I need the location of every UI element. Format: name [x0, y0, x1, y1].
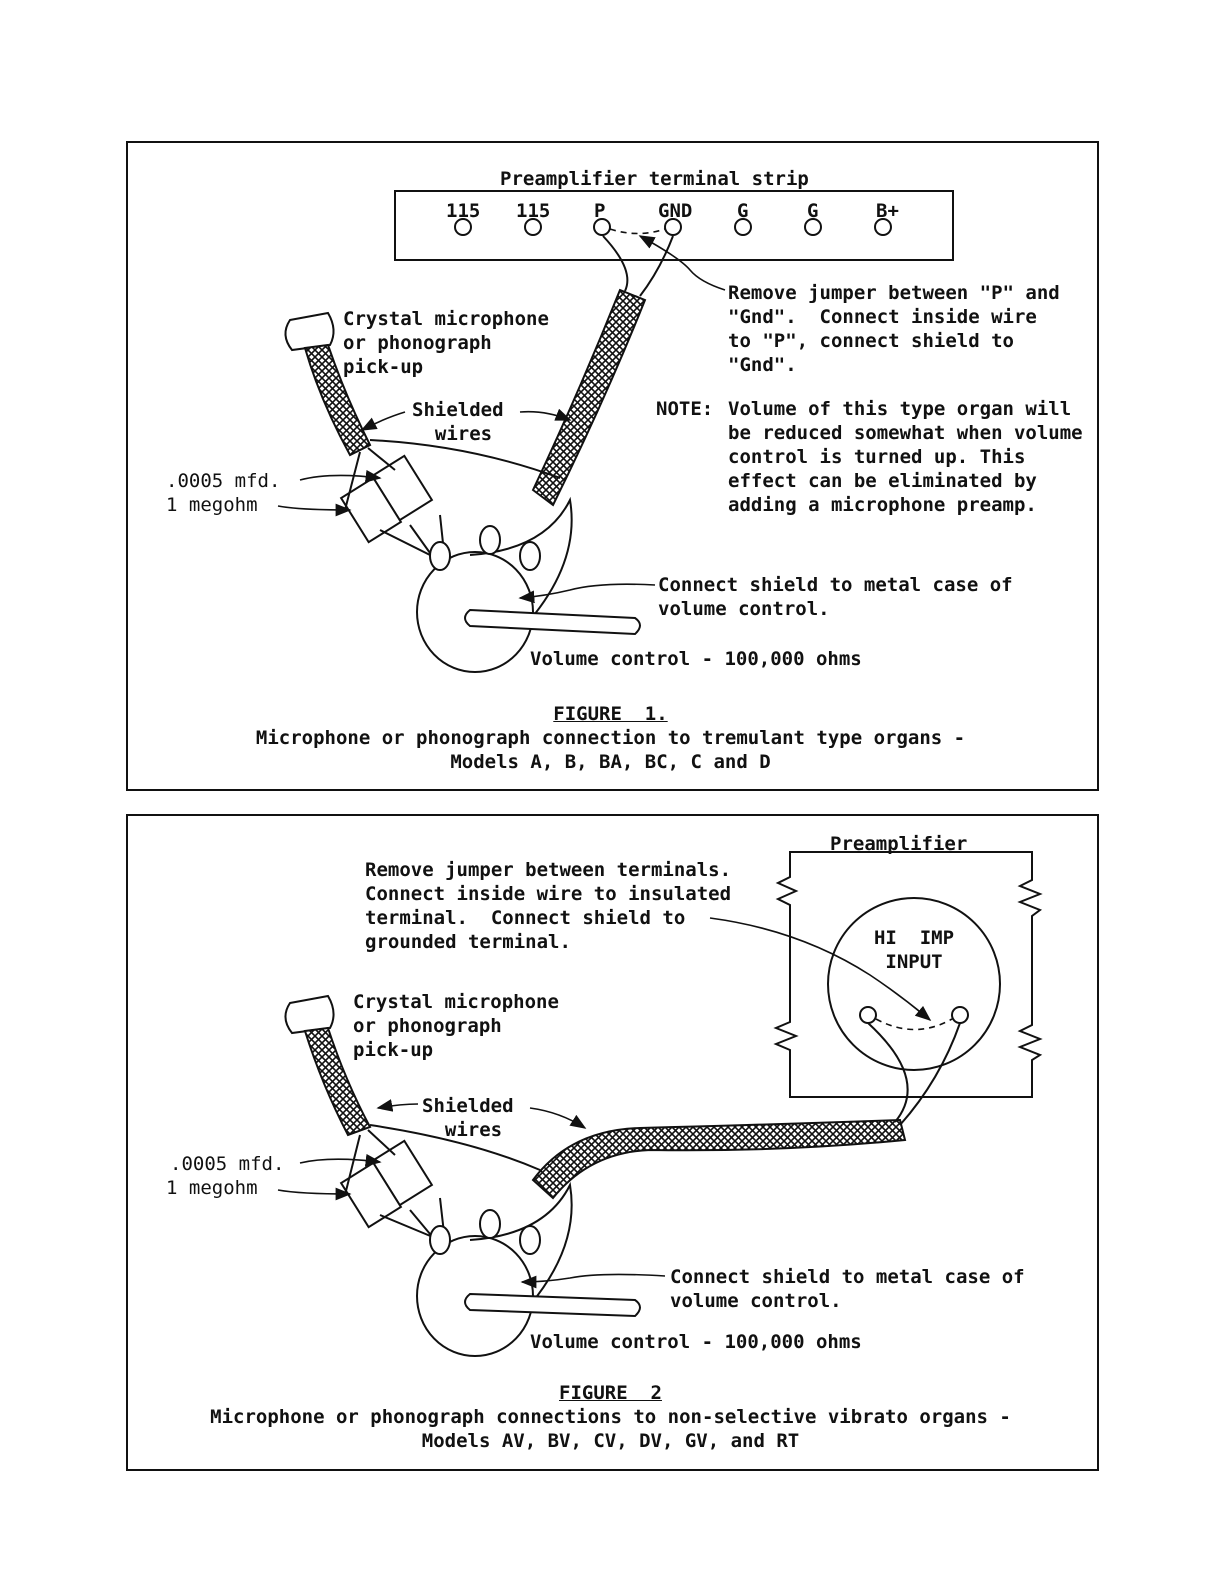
volume-shaft-fig2 — [464, 1292, 641, 1318]
terminal-label-115-a: 115 — [446, 200, 481, 222]
crystal-microphone-fig2 — [284, 994, 335, 1035]
volume-lugs-fig2 — [429, 1209, 541, 1255]
caption-text-fig2: Microphone or phonograph connections to … — [210, 1406, 1011, 1452]
caption-title-fig1: FIGURE 1. — [553, 703, 668, 725]
shielded-pointer-left-fig2 — [376, 1099, 419, 1112]
jumper-dashed-fig2 — [875, 1018, 953, 1031]
capacitor-label-fig1: .0005 mfd. — [166, 470, 281, 492]
strip-title: Preamplifier terminal strip — [500, 168, 809, 190]
terminal-label-bplus: B+ — [876, 200, 899, 222]
shield-case-note-fig1: Connect shield to metal case of volume c… — [658, 574, 1013, 620]
hi-imp-input-label: HI IMP INPUT — [873, 927, 955, 973]
preamp-title: Preamplifier — [830, 833, 968, 855]
shielded-label-fig2: Shielded wires — [422, 1095, 514, 1141]
component-leads-fig1 — [344, 439, 561, 563]
crystal-microphone-fig1 — [284, 311, 335, 352]
volume-label-fig1: Volume control - 100,000 ohms — [530, 648, 862, 670]
inner-wires-to-preamp-fig2 — [867, 1022, 961, 1126]
remove-jumper-note-fig2: Remove jumper between terminals. Connect… — [365, 859, 732, 953]
jumper-pointer-fig1 — [638, 235, 726, 291]
volume-shaft-fig1 — [464, 608, 641, 636]
inner-wires-to-strip-fig1 — [602, 235, 674, 297]
shielded-cable-preamp-fig2 — [531, 1118, 907, 1200]
shield-case-note-fig2: Connect shield to metal case of volume c… — [670, 1266, 1025, 1312]
shield-case-pointer-fig1 — [518, 583, 656, 604]
shielded-cable-strip-fig1 — [531, 288, 647, 507]
shielded-pointer-right-fig2 — [529, 1107, 587, 1129]
cap-pointer-fig2 — [299, 1153, 382, 1167]
caption-title-fig2: FIGURE 2 — [559, 1382, 662, 1404]
shielded-pointer-right-fig1 — [519, 408, 572, 421]
terminal-label-g-a: G — [737, 200, 749, 222]
note-text: Volume of this type organ will be reduce… — [728, 398, 1083, 516]
mic-cable-fig2 — [303, 1026, 372, 1137]
shielded-label-fig1: Shielded wires — [412, 399, 504, 445]
shield-case-pointer-fig2 — [520, 1273, 666, 1289]
hi-imp-input-jack — [827, 897, 1001, 1071]
res-pointer-fig1 — [277, 503, 352, 517]
caption-text-fig1: Microphone or phonograph connection to t… — [255, 727, 966, 773]
terminal-label-115-b: 115 — [516, 200, 551, 222]
cap-pointer-fig1 — [299, 469, 382, 483]
terminal-label-g-b: G — [807, 200, 819, 222]
jumper-dashed-fig1 — [609, 228, 666, 235]
mic-label-fig1: Crystal microphone or phonograph pick-up — [343, 308, 549, 378]
resistor-label-fig2: 1 megohm — [166, 1177, 258, 1199]
terminal-label-gnd: GND — [658, 200, 693, 222]
volume-control-case-fig1 — [469, 496, 573, 621]
volume-control-case-fig2 — [469, 1181, 573, 1306]
terminal-strip — [394, 190, 954, 261]
mic-label-fig2: Crystal microphone or phonograph pick-up — [353, 991, 559, 1061]
mic-cable-fig1 — [303, 343, 372, 457]
note-label: NOTE: — [656, 398, 714, 420]
res-pointer-fig2 — [277, 1187, 352, 1201]
terminal-label-p: P — [594, 200, 606, 222]
component-leads-fig2 — [344, 1124, 541, 1243]
jumper-pointer-fig2 — [709, 917, 932, 1022]
remove-jumper-note-fig1: Remove jumper between "P" and "Gnd". Con… — [728, 282, 1060, 376]
volume-lugs-fig1 — [429, 525, 541, 571]
capacitor-resistor-fig2 — [339, 1139, 434, 1229]
shielded-pointer-left-fig1 — [360, 411, 406, 431]
resistor-label-fig1: 1 megohm — [166, 494, 258, 516]
volume-label-fig2: Volume control - 100,000 ohms — [530, 1331, 862, 1353]
capacitor-label-fig2: .0005 mfd. — [170, 1153, 285, 1175]
terminal-screws — [454, 218, 892, 236]
